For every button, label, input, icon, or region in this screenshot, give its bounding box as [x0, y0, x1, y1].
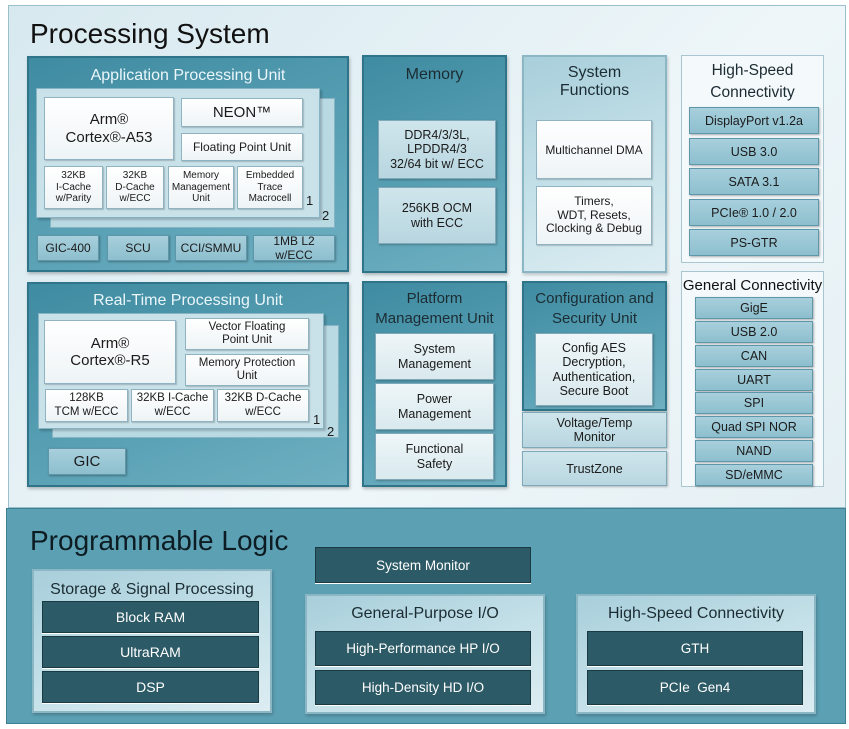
apu-title: Application Processing Unit [90, 67, 286, 84]
cci-smmu-block[interactable]: CCI/SMMU [175, 235, 247, 261]
can[interactable]: CAN [695, 345, 813, 367]
programmable-logic-title: Programmable Logic [30, 525, 289, 556]
sata[interactable]: SATA 3.1 [689, 168, 819, 195]
gth[interactable]: GTH [587, 631, 803, 666]
processing-system-title: Processing System [30, 18, 270, 49]
apu-icache[interactable]: 32KB I-Cache w/Parity [44, 166, 103, 209]
usb-3[interactable]: USB 3.0 [689, 138, 819, 165]
ps-gtr[interactable]: PS-GTR [689, 229, 819, 256]
config-aes-secure-boot[interactable]: Config AES Decryption, Authentication, S… [535, 333, 653, 406]
timers-wdt-resets[interactable]: Timers, WDT, Resets, Clocking & Debug [536, 186, 652, 245]
dsp[interactable]: DSP [42, 671, 259, 703]
rpu-gic-block[interactable]: GIC [48, 448, 126, 475]
usb-2[interactable]: USB 2.0 [695, 321, 813, 343]
storage-title: Storage & Signal Processing [50, 581, 254, 598]
pcie-ps[interactable]: PCIe® 1.0 / 2.0 [689, 199, 819, 226]
embedded-trace-macrocell[interactable]: Embedded Trace Macrocell [237, 166, 303, 209]
apu-dcache[interactable]: 32KB D-Cache w/ECC [106, 166, 164, 209]
quad-spi-nor[interactable]: Quad SPI NOR [695, 416, 813, 438]
nand[interactable]: NAND [695, 440, 813, 462]
block-ram[interactable]: Block RAM [42, 601, 259, 633]
ddr-controller[interactable]: DDR4/3/3L, LPDDR4/3 32/64 bit w/ ECC [378, 120, 496, 179]
memory-protection-unit[interactable]: Memory Protection Unit [185, 354, 309, 386]
apu-stack-label-1: 1 [306, 193, 314, 208]
gpio-title: General-Purpose I/O [351, 605, 499, 622]
multichannel-dma[interactable]: Multichannel DMA [536, 120, 652, 179]
pl-hs-connectivity-title: High-Speed Connectivity [607, 605, 785, 622]
system-management[interactable]: System Management [375, 333, 494, 380]
system-monitor[interactable]: System Monitor [315, 547, 531, 583]
functional-safety[interactable]: Functional Safety [375, 433, 494, 480]
memory-title: Memory [405, 66, 464, 83]
voltage-temp-monitor[interactable]: Voltage/Temp Monitor [522, 412, 667, 448]
rpu-stack-label-1: 1 [313, 412, 321, 427]
rpu-dcache[interactable]: 32KB D-Cache w/ECC [217, 389, 309, 422]
rpu-stack-label-2: 2 [327, 424, 335, 439]
floating-point-unit[interactable]: Floating Point Unit [181, 133, 303, 161]
spi[interactable]: SPI [695, 392, 813, 414]
pmu-title: Platform Management Unit [375, 290, 494, 327]
pcie-gen4[interactable]: PCIe Gen4 [587, 670, 803, 705]
csu-title: Configuration and Security Unit [535, 290, 654, 327]
neon-block[interactable]: NEON™ [181, 98, 303, 127]
cortex-r5-core[interactable]: Arm® Cortex®-R5 [44, 320, 176, 384]
l2-cache-block[interactable]: 1MB L2 w/ECC [253, 234, 335, 262]
cortex-a53-core[interactable]: Arm® Cortex®-A53 [44, 97, 174, 160]
high-performance-io[interactable]: High-Performance HP I/O [315, 631, 531, 666]
memory-management-unit[interactable]: Memory Management Unit [168, 166, 234, 209]
high-density-io[interactable]: High-Density HD I/O [315, 670, 531, 705]
scu-block[interactable]: SCU [107, 235, 169, 261]
rpu-title: Real-Time Processing Unit [93, 292, 283, 309]
gic-400-block[interactable]: GIC-400 [37, 235, 99, 261]
general-connectivity-title: General Connectivity [682, 277, 823, 294]
displayport[interactable]: DisplayPort v1.2a [689, 107, 819, 134]
uart[interactable]: UART [695, 369, 813, 391]
ocm-block[interactable]: 256KB OCM with ECC [378, 187, 496, 244]
gige[interactable]: GigE [695, 297, 813, 319]
rpu-tcm[interactable]: 128KB TCM w/ECC [45, 389, 128, 422]
sd-emmc[interactable]: SD/eMMC [695, 464, 813, 486]
system-functions-title: System Functions [559, 64, 630, 100]
power-management[interactable]: Power Management [375, 383, 494, 430]
trustzone[interactable]: TrustZone [522, 451, 667, 486]
ps-hs-connectivity-title: High-Speed Connectivity [710, 62, 795, 101]
vector-floating-point-unit[interactable]: Vector Floating Point Unit [185, 318, 309, 350]
apu-stack-label-2: 2 [322, 208, 330, 223]
ultraram[interactable]: UltraRAM [42, 636, 259, 668]
rpu-icache[interactable]: 32KB I-Cache w/ECC [131, 389, 214, 422]
